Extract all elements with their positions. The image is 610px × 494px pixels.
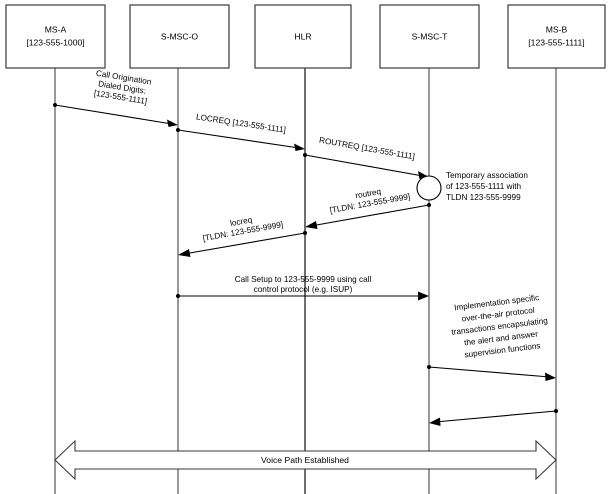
- participant-box-ms-b[interactable]: [507, 4, 606, 69]
- participant-name-s-msc-o: S-MSC-O: [161, 31, 199, 41]
- message-label-call-setup-line1: Call Setup to 123-555-9999 using call: [235, 275, 372, 284]
- arrowhead-locreq: [294, 143, 305, 151]
- message-locreq[interactable]: LOCREQ [123-555-1111]: [176, 112, 305, 151]
- message-origin-dot-locreq-response: [303, 231, 307, 235]
- voice-path-established[interactable]: Voice Path Established: [54, 439, 557, 481]
- message-origin-dot-call-setup: [176, 294, 180, 298]
- message-origin-dot-call-origination: [53, 103, 57, 107]
- message-line-routreq-response: [310, 204, 430, 227]
- message-origin-dot-locreq: [176, 128, 180, 132]
- participant-number-ms-b: [123-555-1111]: [528, 37, 584, 47]
- arrowhead-locreq-response: [178, 249, 191, 257]
- message-ota-alert[interactable]: [427, 365, 556, 381]
- message-origin-dot-routreq-response: [427, 203, 431, 207]
- message-label-locreq-response-line1: locreq: [229, 215, 253, 228]
- message-line-locreq: [177, 129, 300, 149]
- participant-box-s-msc-o[interactable]: [129, 4, 230, 69]
- participant-hlr[interactable]: HLR: [254, 4, 352, 69]
- message-ota-answer[interactable]: [429, 409, 558, 426]
- message-line-locreq-response: [183, 232, 306, 255]
- participant-box-s-msc-t[interactable]: [379, 4, 480, 69]
- voice-path-block-arrow[interactable]: [54, 439, 557, 481]
- message-locreq-response[interactable]: locreq [TLDN: 123-555-9999]: [178, 210, 307, 257]
- message-label-locreq: LOCREQ [123-555-1111]: [195, 112, 286, 134]
- arrowhead-call-setup: [418, 291, 429, 301]
- participant-name-ms-b: MS-B: [546, 24, 568, 34]
- participant-box-ms-a[interactable]: [5, 4, 106, 69]
- note-implementation-specific: Implementation specific over-the-air pro…: [451, 293, 549, 359]
- arrowhead-ota-answer: [429, 417, 441, 426]
- message-origin-dot-ota-alert: [427, 365, 431, 369]
- participant-ms-b[interactable]: MS-B [123-555-1111]: [507, 4, 606, 69]
- note-temporary-association-line2: of 123-555-1111 with: [446, 182, 522, 191]
- message-call-origination[interactable]: Call Origination Dialed Digits: [123-555…: [53, 69, 178, 127]
- participant-name-s-msc-t: S-MSC-T: [412, 31, 449, 41]
- arrowhead-call-origination: [167, 119, 178, 127]
- participant-number-ms-a: [123-555-1000]: [26, 37, 84, 47]
- voice-path-label: Voice Path Established: [261, 455, 349, 465]
- participant-name-hlr: HLR: [294, 31, 311, 41]
- message-origin-dot-routreq: [303, 153, 307, 157]
- message-call-setup[interactable]: Call Setup to 123-555-9999 using call co…: [176, 275, 429, 301]
- note-temporary-association-line3: TLDN 123-555-9999: [446, 193, 521, 202]
- note-temporary-association-line1: Temporary association: [446, 171, 528, 180]
- message-line-ota-alert: [428, 366, 551, 378]
- message-line-ota-answer: [434, 410, 557, 423]
- note-temporary-association: Temporary association of 123-555-1111 wi…: [416, 171, 528, 202]
- message-label-call-setup-line2: control protocol (e.g. ISUP): [254, 285, 353, 294]
- message-line-call-origination: [54, 104, 173, 125]
- participant-s-msc-o[interactable]: S-MSC-O: [129, 4, 230, 69]
- message-origin-dot-ota-answer: [554, 409, 558, 413]
- participant-s-msc-t[interactable]: S-MSC-T: [379, 4, 480, 69]
- participant-ms-a[interactable]: MS-A [123-555-1000]: [5, 4, 106, 69]
- participant-box-hlr[interactable]: [254, 4, 352, 69]
- message-routreq[interactable]: ROUTREQ [123-555-1111]: [303, 136, 429, 179]
- message-label-routreq: ROUTREQ [123-555-1111]: [318, 136, 415, 162]
- participant-name-ms-a: MS-A: [45, 24, 67, 34]
- message-routreq-response[interactable]: routreq [TLDN: 123-555-9999]: [305, 182, 431, 229]
- arrowhead-routreq-response: [305, 221, 318, 229]
- arrowhead-ota-alert: [545, 372, 556, 381]
- association-circle-icon: [416, 175, 442, 201]
- message-line-routreq: [304, 154, 424, 177]
